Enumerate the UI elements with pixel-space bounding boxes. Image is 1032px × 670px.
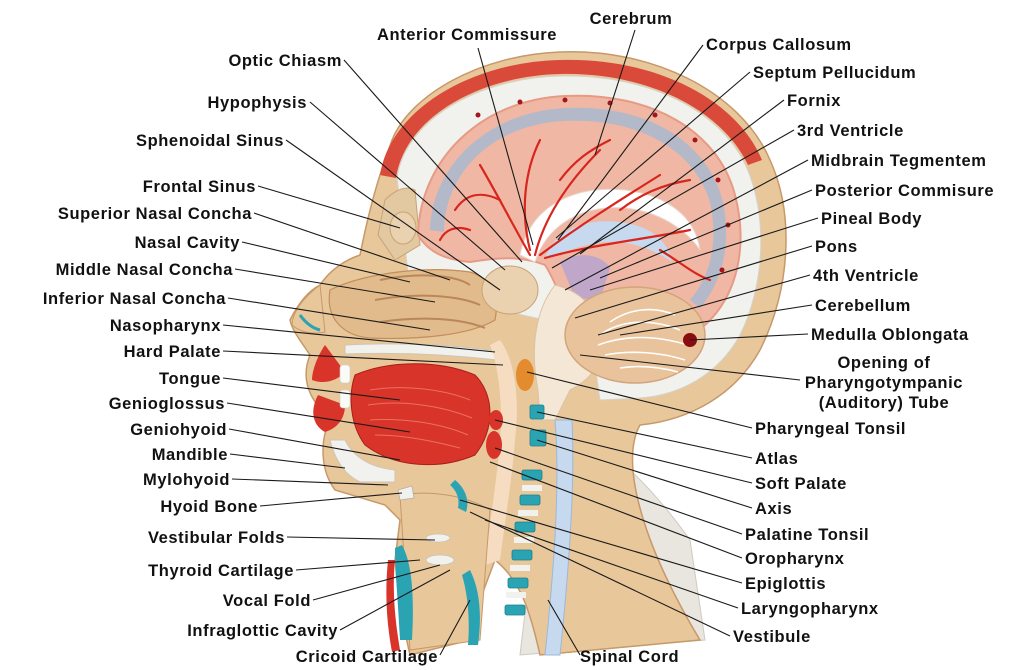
label-epiglottis: Epiglottis [745,575,826,593]
label-midbrain-tegmentem: Midbrain Tegmentem [811,152,987,170]
vestibular-fold-shape [426,534,450,542]
label-oropharynx: Oropharynx [745,550,845,568]
vocal-fold-shape [426,555,454,565]
label-opening-of-line2: Pharyngotympanic [805,374,963,392]
label-superior-nasal-concha: Superior Nasal Concha [58,205,252,223]
label-palatine-tonsil: Palatine Tonsil [745,526,869,544]
label-genioglossus: Genioglossus [109,395,225,413]
label-soft-palate: Soft Palate [755,475,847,493]
label-atlas: Atlas [755,450,798,468]
label-nasal-cavity: Nasal Cavity [135,234,241,252]
label-septum-pellucidum: Septum Pellucidum [753,64,916,82]
label-spinal-cord: Spinal Cord [580,648,679,666]
label-vestibule: Vestibule [733,628,811,646]
label-anterior-commissure: Anterior Commissure [377,26,557,44]
label-vestibular-folds: Vestibular Folds [148,529,285,547]
label-fornix: Fornix [787,92,841,110]
label-pineal-body: Pineal Body [821,210,922,228]
label-tongue: Tongue [159,370,221,388]
label-geniohyoid: Geniohyoid [130,421,227,439]
label-mandible: Mandible [152,446,228,464]
label-middle-nasal-concha: Middle Nasal Concha [56,261,234,279]
label-sphenoidal-sinus: Sphenoidal Sinus [136,132,284,150]
label-pharyngeal-tonsil: Pharyngeal Tonsil [755,420,906,438]
label-infraglottic-cavity: Infraglottic Cavity [187,622,338,640]
cerebellum-shape [565,287,705,383]
label-cricoid-cartilage: Cricoid Cartilage [296,648,438,666]
upper-incisor [340,365,350,383]
label-opening-of-line1: Opening of [837,354,930,372]
label-inferior-nasal-concha: Inferior Nasal Concha [43,290,226,308]
label-hyoid-bone: Hyoid Bone [160,498,258,516]
label-nasopharynx: Nasopharynx [110,317,221,335]
tongue-shape [351,364,490,465]
palatine-tonsil-shape [486,431,502,459]
label-hypophysis: Hypophysis [207,94,307,112]
sphenoidal-sinus-shape [482,266,538,314]
label-optic-chiasm: Optic Chiasm [228,52,342,70]
label-axis: Axis [755,500,792,518]
label-opening-of-line3: (Auditory) Tube [819,394,950,412]
label-3rd-ventricle: 3rd Ventricle [797,122,904,140]
label-laryngopharynx: Laryngopharynx [741,600,879,618]
label-corpus-callosum: Corpus Callosum [706,36,852,54]
label-medulla-oblongata: Medulla Oblongata [811,326,969,344]
label-vocal-fold: Vocal Fold [223,592,311,610]
label-cerebellum: Cerebellum [815,297,911,315]
label-hard-palate: Hard Palate [124,343,221,361]
label-cerebrum: Cerebrum [590,10,673,28]
label-4th-ventricle: 4th Ventricle [813,267,919,285]
label-thyroid-cartilage: Thyroid Cartilage [148,562,294,580]
label-frontal-sinus: Frontal Sinus [143,178,256,196]
pharyngeal-tonsil-shape [516,359,534,391]
label-pons: Pons [815,238,858,256]
label-mylohyoid: Mylohyoid [143,471,230,489]
label-posterior-commisure: Posterior Commisure [815,182,994,200]
